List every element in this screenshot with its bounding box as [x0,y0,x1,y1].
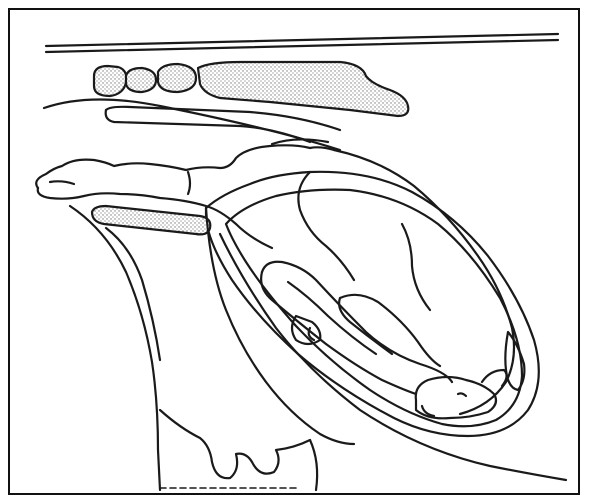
belly-line-lower [310,440,317,490]
fetal-ear [482,370,507,386]
back-line-inner [46,40,558,52]
figure-frame [8,8,580,495]
fetal-belly [298,172,354,280]
fetal-back [334,150,514,414]
fetal-flank [402,224,430,310]
hoof-line [50,181,74,184]
uterus-inner [226,190,522,427]
sacrum-band [198,62,408,116]
pelvic-wall-inner [106,228,160,360]
fore-leg-upper [262,262,452,382]
vertebra-2 [126,68,156,92]
udder-teats [160,410,310,478]
pelvic-wall [70,206,160,490]
fore-leg-2 [340,295,440,366]
udder [206,208,354,444]
illustration [10,10,578,493]
vertebra-1 [94,66,126,96]
uterus-outer [206,172,539,436]
fore-leg-lower [261,272,416,394]
fetal-hind-leg [36,145,334,188]
fetal-head [416,377,496,418]
back-line [46,34,558,46]
hock-line [188,172,190,194]
vertebra-3 [158,64,196,92]
fetal-eye [458,393,466,396]
